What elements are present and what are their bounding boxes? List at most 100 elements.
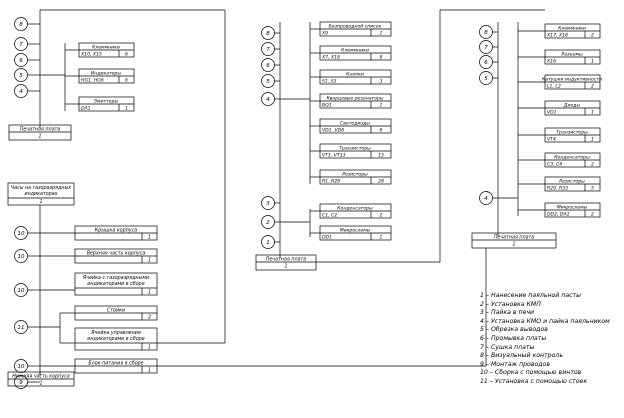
svg-text:2: 2: [380, 213, 383, 219]
svg-text:X17, X18: X17, X18: [546, 33, 568, 39]
svg-text:8: 8: [380, 55, 383, 61]
op-num: 2: [266, 220, 270, 226]
op-num: 10: [18, 364, 25, 370]
op-num: 5: [484, 76, 488, 82]
op-num: 9: [19, 380, 23, 386]
legend-item: 11 – Установка с помощью стоек: [480, 377, 588, 385]
svg-text:1: 1: [39, 381, 42, 387]
svg-text:Микросхемы: Микросхемы: [557, 205, 588, 211]
middle-board-qty: 1: [284, 264, 287, 270]
svg-text:BQ1: BQ1: [322, 103, 332, 109]
op-num: 7: [19, 42, 23, 48]
op-num: 3: [266, 201, 270, 207]
middle-board-ops: [261, 26, 280, 249]
svg-text:Эмиттеры: Эмиттеры: [93, 99, 119, 105]
op-num: 6: [19, 58, 23, 64]
svg-text:5: 5: [591, 186, 594, 192]
op-num: 8: [484, 30, 488, 36]
svg-text:R1..R28: R1..R28: [322, 179, 340, 185]
svg-text:6: 6: [125, 78, 128, 84]
svg-text:VT4: VT4: [547, 137, 556, 143]
svg-text:DD1: DD1: [322, 235, 332, 241]
middle-board-box: [255, 254, 317, 271]
svg-text:1: 1: [380, 31, 383, 37]
op-numbers: 8 7 6 5 4 8 7 6 5 4 3 2 1 8 7 6 5 4 10 1…: [18, 22, 489, 386]
svg-text:Резисторы: Резисторы: [342, 172, 368, 178]
svg-text:Ячейка управления: Ячейка управления: [90, 330, 141, 336]
clock-title-line2: индикаторах: [24, 192, 57, 197]
op-num: 8: [266, 31, 270, 37]
op-num: 6: [266, 63, 270, 69]
svg-text:HG1..HG6: HG1..HG6: [81, 78, 104, 84]
svg-text:1: 1: [591, 137, 594, 143]
left-board-box: [8, 124, 72, 141]
op-num: 10: [18, 231, 25, 237]
svg-text:2: 2: [591, 162, 594, 168]
op-num: 10: [18, 288, 25, 294]
left-board-title: Печатная плата: [20, 127, 61, 133]
legend-item: 7 – Сушка платы: [480, 343, 535, 351]
svg-text:Ячейка с газоразрядными: Ячейка с газоразрядными: [82, 275, 149, 281]
legend-item: 10 – Сборка с помощью винтов: [480, 369, 582, 377]
right-board-ops: [479, 25, 498, 205]
svg-text:3: 3: [380, 79, 383, 85]
svg-text:1: 1: [148, 258, 151, 264]
svg-text:2: 2: [591, 33, 594, 39]
svg-text:2: 2: [591, 212, 594, 218]
op-num: 7: [484, 45, 488, 51]
svg-text:индикаторами в сборе: индикаторами в сборе: [87, 336, 144, 342]
clock-title-line1: Часы на газоразрядных: [11, 185, 71, 191]
assembly-parts: [40, 225, 487, 374]
svg-text:1: 1: [380, 235, 383, 241]
svg-text:X10, X15: X10, X15: [80, 52, 102, 58]
assembly-ops: [14, 226, 40, 389]
svg-text:Транзисторы: Транзисторы: [556, 130, 588, 136]
svg-text:6: 6: [125, 52, 128, 58]
svg-text:DD2, DA1: DD2, DA1: [547, 212, 570, 218]
svg-text:Разъемы: Разъемы: [561, 52, 583, 58]
svg-text:индикаторами в сборе: индикаторами в сборе: [87, 281, 144, 287]
left-board-qty: 1: [38, 134, 41, 140]
clock-qty: 1: [39, 199, 42, 205]
legend-item: 1 – Нанесение паяльной пасты: [480, 292, 582, 299]
svg-text:C1, C2: C1, C2: [322, 213, 337, 219]
svg-text:Клеммники: Клеммники: [558, 26, 586, 32]
svg-text:Резисторы: Резисторы: [559, 179, 585, 185]
legend-item: 9 – Монтаж проводов: [480, 360, 550, 368]
svg-text:1: 1: [148, 345, 151, 351]
svg-text:R29..R33: R29..R33: [547, 186, 568, 192]
svg-text:28: 28: [378, 179, 384, 185]
op-num: 4: [484, 196, 488, 202]
op-num: 4: [19, 89, 23, 95]
svg-text:VT1..VT13: VT1..VT13: [322, 153, 346, 159]
svg-text:Светодиоды: Светодиоды: [340, 121, 370, 127]
op-num: 6: [484, 60, 488, 66]
svg-text:Транзисторы: Транзисторы: [339, 146, 371, 152]
svg-text:1: 1: [148, 368, 151, 374]
op-num: 8: [19, 22, 23, 28]
svg-text:Блок питания в сборе: Блок питания в сборе: [88, 361, 143, 367]
svg-text:X7, X18: X7, X18: [321, 55, 340, 61]
op-num: 10: [18, 254, 25, 260]
svg-text:Крышка корпуса: Крышка корпуса: [95, 228, 137, 234]
svg-text:Катушки индуктивности: Катушки индуктивности: [542, 77, 602, 83]
middle-board-title: Печатная плата: [266, 257, 307, 263]
assembly-labels: Часы на газоразрядных индикаторах 1 Крыш…: [11, 185, 151, 387]
svg-text:Клеммники: Клеммники: [341, 48, 369, 54]
op-num: 1: [266, 240, 270, 246]
board-labels: Печатная плата 1 Печатная плата 1 Печатн…: [20, 127, 535, 270]
component-labels: Клеммники X10, X15 6 Индикаторы HG1..HG6…: [80, 24, 602, 241]
svg-text:X16: X16: [546, 59, 556, 65]
legend-item: 3 – Пайка в печи: [480, 309, 535, 317]
middle-components: [310, 21, 392, 241]
svg-text:2: 2: [591, 84, 594, 90]
op-num: 5: [266, 79, 270, 85]
svg-text:Диоды: Диоды: [563, 103, 581, 109]
svg-text:1: 1: [148, 235, 151, 241]
clock-box: [7, 182, 75, 206]
svg-text:Нижняя часть корпуса: Нижняя часть корпуса: [12, 374, 70, 380]
svg-text:Стойки: Стойки: [107, 308, 125, 314]
op-num: 7: [266, 47, 270, 53]
svg-text:1: 1: [148, 290, 151, 296]
